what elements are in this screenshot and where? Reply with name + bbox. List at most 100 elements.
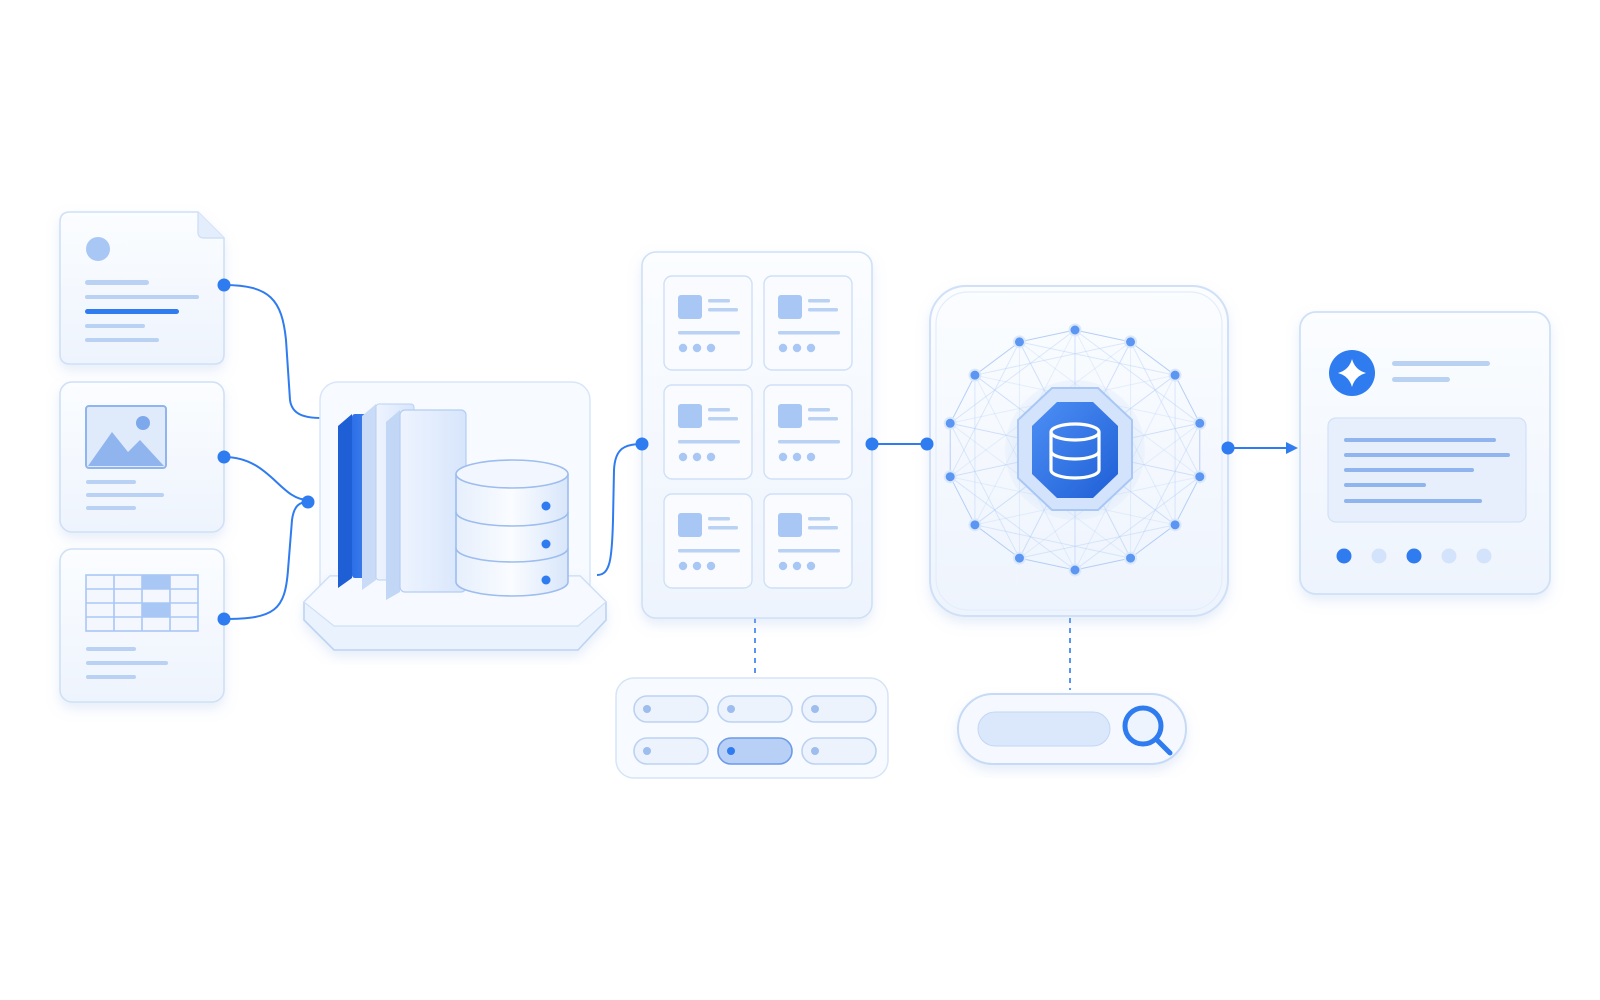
output-title-line (1392, 377, 1450, 382)
chunk-dot (692, 343, 702, 353)
chunk-thumbnail (778, 404, 802, 428)
tag-chip-body[interactable] (717, 695, 793, 723)
network-edge (974, 524, 1131, 559)
image-caption-line (86, 493, 164, 497)
chunk-card-frame (763, 493, 853, 589)
tag-chip-dot (643, 747, 651, 755)
connector-port (217, 450, 231, 464)
search-icon[interactable] (1122, 705, 1173, 756)
chunk-line (708, 408, 730, 412)
tag-chip[interactable] (717, 695, 793, 723)
tag-chip-body[interactable] (633, 737, 709, 765)
network-node (943, 416, 957, 430)
document-line (85, 324, 145, 328)
network-node (1068, 323, 1082, 337)
table-caption-line (86, 675, 136, 679)
network-edge (1174, 374, 1201, 424)
image-caption-line (86, 480, 136, 484)
chunk-dot (806, 343, 816, 353)
tag-chip-dot (727, 747, 735, 755)
chunk-line (778, 549, 840, 553)
network-edge (949, 423, 1020, 559)
connector-image-to-store (223, 456, 309, 501)
tag-chip-body[interactable] (633, 695, 709, 723)
chunk-dot (806, 452, 816, 462)
output-body-line (1344, 483, 1426, 487)
output-body-line (1344, 438, 1496, 442)
chunk-line (808, 526, 838, 530)
tag-chip[interactable] (801, 737, 877, 765)
chunk-dot (692, 452, 702, 462)
network-edge (949, 476, 976, 526)
chunk-line (778, 440, 840, 444)
chunk-card-frame (763, 275, 853, 371)
carousel-dot[interactable] (1476, 548, 1492, 564)
vector-core (1005, 380, 1145, 520)
tag-chip[interactable] (717, 737, 793, 765)
chunk-line (778, 331, 840, 335)
network-node (968, 368, 982, 382)
tag-chip-body[interactable] (801, 737, 877, 765)
document-line-highlight (85, 309, 179, 314)
chunk-line (808, 299, 830, 303)
chunk-dot (706, 452, 716, 462)
connector-document-to-store (223, 284, 323, 419)
chunk-line (708, 299, 730, 303)
chunk-dot (778, 343, 788, 353)
output-body-line (1344, 468, 1474, 472)
chunk-line (678, 549, 740, 553)
image-caption-line (86, 506, 136, 510)
chunk-dot (678, 452, 688, 462)
tag-chip-body[interactable] (801, 695, 877, 723)
network-edge (1130, 341, 1176, 376)
network-edge (1074, 557, 1131, 571)
network-edge (1019, 524, 1176, 559)
chunk-card (663, 493, 753, 589)
chunk-line (808, 308, 838, 312)
connector-port (1221, 441, 1235, 455)
chunk-thumbnail (778, 295, 802, 319)
network-edges (949, 329, 1201, 571)
network-node (943, 470, 957, 484)
chunk-line (708, 526, 738, 530)
tag-chip-dot (727, 705, 735, 713)
chunk-line (808, 417, 838, 421)
tag-chip[interactable] (801, 695, 877, 723)
tag-chip-body[interactable] (717, 737, 793, 765)
search-input[interactable] (977, 711, 1111, 747)
database-icon (1049, 422, 1101, 480)
search-bar[interactable] (957, 693, 1187, 765)
network-edge (1130, 423, 1201, 559)
carousel-dot[interactable] (1441, 548, 1457, 564)
network-node (968, 518, 982, 532)
carousel-dot[interactable] (1371, 548, 1387, 564)
network-node (1168, 368, 1182, 382)
network-node (1012, 335, 1026, 349)
chunk-card-frame (663, 384, 753, 480)
network-edge (974, 524, 1020, 559)
books-icon (338, 403, 467, 600)
image-icon (85, 405, 167, 469)
output-carousel-dots (1336, 548, 1492, 564)
carousel-dot[interactable] (1406, 548, 1422, 564)
tag-chip[interactable] (633, 737, 709, 765)
connector-lines (223, 284, 1298, 690)
arrowhead-icon (1286, 442, 1298, 454)
tag-chip[interactable] (633, 695, 709, 723)
chunk-dot (692, 561, 702, 571)
chunk-dot (678, 343, 688, 353)
network-node (1068, 563, 1082, 577)
chunk-card (763, 384, 853, 480)
network-edge (1019, 557, 1076, 571)
connector-port (217, 278, 231, 292)
tag-chips (633, 695, 877, 765)
connector-table-to-store (223, 501, 309, 620)
chunk-line (678, 331, 740, 335)
chunk-thumbnail (778, 513, 802, 537)
carousel-dot[interactable] (1336, 548, 1352, 564)
source-documents (59, 211, 315, 703)
document-icon (86, 237, 110, 261)
chunk-dot (806, 561, 816, 571)
